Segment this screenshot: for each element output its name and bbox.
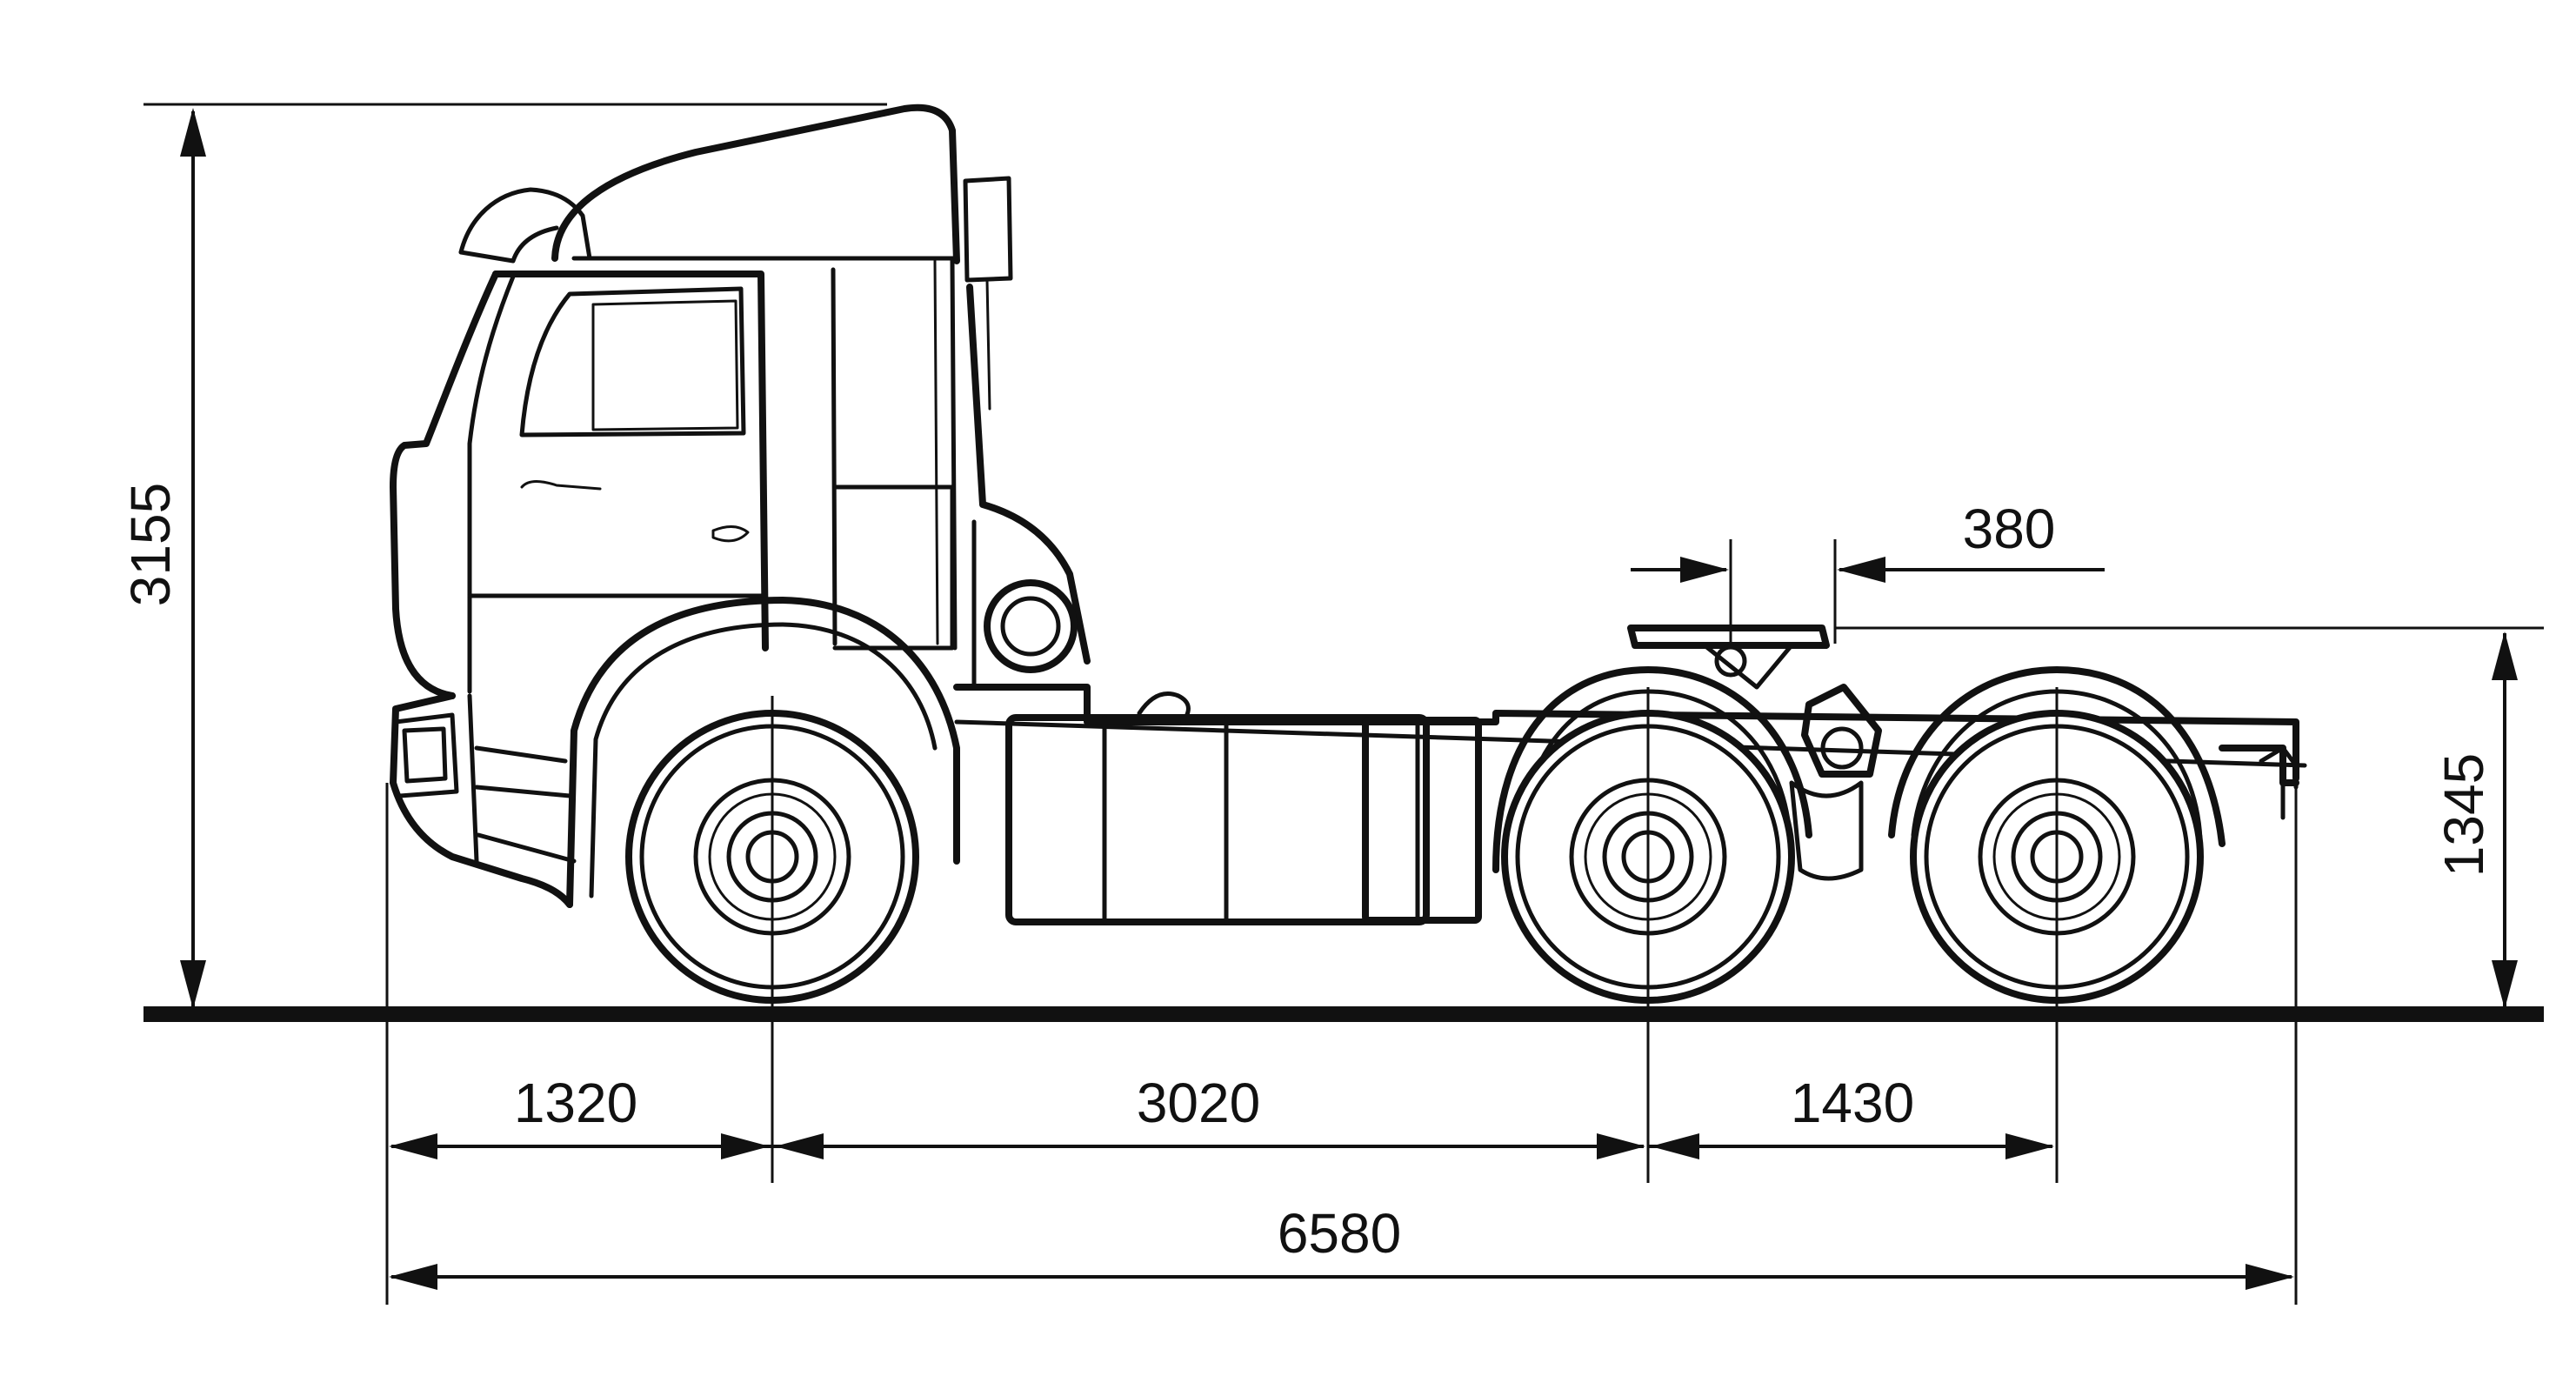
- dimension-overall-height: 3155: [119, 108, 206, 1009]
- front-bumper: [390, 692, 577, 908]
- dimension-fifth-wheel-height: 1345: [2433, 631, 2518, 1009]
- wheelbase-front-label: 3020: [1137, 1072, 1260, 1134]
- dimension-overall-length: 6580: [389, 1202, 2294, 1290]
- extension-lines: [143, 103, 2544, 1305]
- cab: [390, 176, 1013, 699]
- fuel-tank: [1005, 691, 1482, 925]
- fifth-wheel-offset-label: 380: [1963, 498, 2056, 560]
- dimension-chain-wheelbase: 1320 3020 1430: [389, 1072, 2054, 1159]
- dimension-fifth-wheel-offset: 380: [1631, 498, 2105, 583]
- front-overhang-label: 1320: [514, 1072, 637, 1134]
- front-wheel-arch: [566, 597, 960, 908]
- rear-wheel-arch-1: [1492, 666, 1812, 873]
- overall-length-label: 6580: [1278, 1202, 1401, 1265]
- air-intake: [966, 284, 1091, 690]
- rear-frame-end: [2219, 745, 2299, 820]
- fifth-wheel-coupling: [1627, 625, 1882, 881]
- rear-wheel-arch-2: [1888, 666, 2226, 847]
- height-label: 3155: [119, 483, 182, 606]
- cab-roof-spoiler: [458, 104, 960, 264]
- chassis-frame: [953, 684, 2299, 782]
- rear-axle-spacing-label: 1430: [1791, 1072, 1914, 1134]
- fifth-wheel-height-label: 1345: [2433, 753, 2495, 877]
